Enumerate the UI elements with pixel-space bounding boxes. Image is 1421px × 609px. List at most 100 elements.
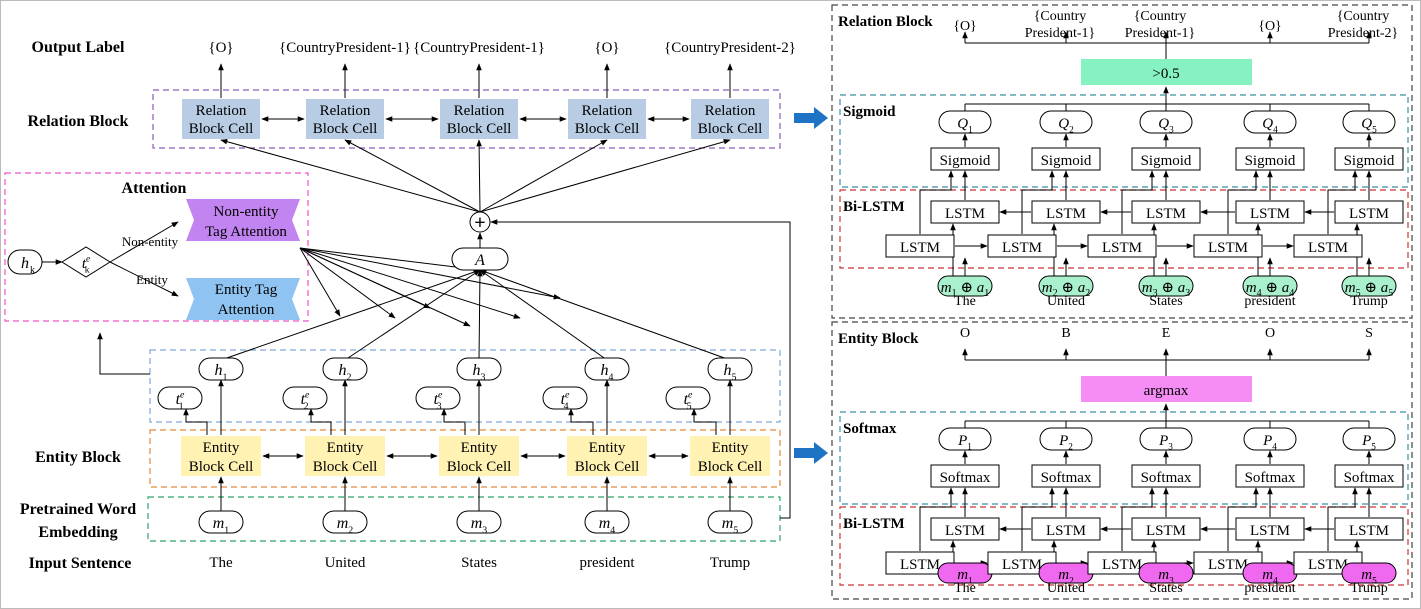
entity-block-cell bbox=[690, 436, 770, 476]
entity-tag-output: O bbox=[960, 326, 970, 341]
right_top-activation-label: Sigmoid bbox=[1141, 153, 1192, 169]
right_top-score-label: Q4 bbox=[1262, 116, 1278, 136]
plus-symbol: + bbox=[474, 212, 485, 234]
symbol-letter: P bbox=[1058, 433, 1068, 449]
right_bottom-activation-region bbox=[839, 411, 1409, 505]
right_top-score-label: Q1 bbox=[957, 116, 973, 136]
entity-cell-label: Entity bbox=[327, 440, 364, 456]
relation-block-cell bbox=[182, 99, 260, 139]
symbol-subscript: 4 bbox=[564, 401, 569, 412]
relation-output-label: President-1} bbox=[1025, 26, 1096, 41]
lstm-label: LSTM bbox=[1308, 240, 1348, 256]
symbol-subscript: 4 bbox=[1257, 288, 1262, 299]
lstm-label: LSTM bbox=[1146, 206, 1186, 222]
lstm-skip-arrow bbox=[1021, 487, 1055, 551]
symbol-letter: t bbox=[301, 391, 306, 408]
lstm-label: LSTM bbox=[1208, 240, 1248, 256]
symbol-subscript: 1 bbox=[967, 443, 972, 453]
entity-cell-label: Entity bbox=[203, 440, 240, 456]
symbol-letter: h bbox=[339, 362, 347, 379]
entity-block-cell bbox=[567, 436, 647, 476]
lstm-skip-arrow bbox=[919, 170, 954, 234]
right_top-activation-label: Sigmoid bbox=[1344, 153, 1395, 169]
right_top-input-node bbox=[1038, 275, 1094, 297]
symbol-letter: P bbox=[957, 433, 967, 449]
right_bottom-input-word: United bbox=[1047, 581, 1085, 596]
right_top-activation-box bbox=[1235, 147, 1305, 171]
lstm-skip-arrow bbox=[1227, 170, 1259, 234]
concat-input-label: m3 ⊕ a3 bbox=[1142, 280, 1190, 299]
symbol-letter: h bbox=[601, 362, 609, 379]
lstm-label: LSTM bbox=[1349, 523, 1389, 539]
lstm-label: LSTM bbox=[1102, 240, 1142, 256]
word-embedding-node bbox=[322, 510, 368, 534]
symbol-letter: m bbox=[599, 515, 611, 532]
tag-decision-diamond bbox=[61, 246, 111, 278]
symbol-superscript: e bbox=[438, 389, 443, 400]
symbol-subscript: 3 bbox=[482, 525, 487, 536]
entity-cell-label: Entity bbox=[461, 440, 498, 456]
hk-label: h bbox=[21, 255, 29, 272]
hidden-state-label: h1 bbox=[215, 362, 228, 383]
attention-fan-arrow bbox=[299, 247, 521, 319]
right_top-activation-box bbox=[1334, 147, 1404, 171]
entity-cell-label: Block Cell bbox=[447, 459, 512, 475]
word-embedding-node bbox=[584, 510, 630, 534]
input-word: United bbox=[325, 555, 366, 571]
non-entity-tag-label: Non-entity bbox=[214, 204, 279, 220]
right_bottom-score-node bbox=[1243, 427, 1297, 451]
lstm-forward-cell bbox=[885, 234, 955, 258]
right_top-input-word: States bbox=[1149, 294, 1182, 309]
right_bottom-activation-label: Softmax bbox=[1041, 470, 1092, 486]
relation-cell-label: Relation bbox=[705, 103, 756, 119]
symbol-letter: P bbox=[1158, 433, 1168, 449]
symbol-subscript: 4 bbox=[609, 372, 614, 383]
relation-cell-label: Block Cell bbox=[313, 121, 378, 137]
right_top-score-label: Q2 bbox=[1058, 116, 1074, 136]
lstm-skip-arrow bbox=[1021, 170, 1055, 234]
relation-block-cell bbox=[691, 99, 769, 139]
lstm-backward-cell bbox=[1031, 200, 1101, 224]
entity-input-label: m4 bbox=[1262, 567, 1278, 587]
lstm-forward-cell bbox=[987, 234, 1057, 258]
entity-tag-label: Entity Tag bbox=[215, 282, 278, 298]
entity-to-t-arrow bbox=[308, 408, 332, 435]
symbol-letter: t bbox=[684, 391, 689, 408]
symbol-subscript: 5 bbox=[1372, 126, 1377, 136]
relation-block-cell bbox=[568, 99, 646, 139]
right_bottom-input-node bbox=[1341, 562, 1397, 584]
row-label-entity-block: Entity Block bbox=[35, 449, 121, 466]
entity-block-cell bbox=[181, 436, 261, 476]
relation-block-cell bbox=[306, 99, 384, 139]
symbol-subscript: 1 bbox=[952, 288, 957, 299]
right_bottom-score-node bbox=[1139, 427, 1193, 451]
lstm-label: LSTM bbox=[1349, 206, 1389, 222]
hidden-state-label: h3 bbox=[473, 362, 486, 383]
entity-cell-label: Block Cell bbox=[698, 459, 763, 475]
right_bottom-score-label: P4 bbox=[1262, 433, 1277, 453]
attention-letter: a bbox=[977, 280, 985, 296]
lstm-backward-cell bbox=[1131, 200, 1201, 224]
entity-input-label: m5 bbox=[1361, 567, 1377, 587]
lstm-backward-cell bbox=[1031, 517, 1101, 541]
right_top-input-word: president bbox=[1244, 294, 1295, 309]
symbol-letter: h bbox=[215, 362, 223, 379]
lstm-skip-arrow bbox=[1227, 487, 1259, 551]
symbol-subscript: 5 bbox=[1388, 288, 1393, 299]
lstm-skip-arrow bbox=[1121, 487, 1155, 551]
symbol-letter: Q bbox=[1361, 116, 1372, 132]
attention-letter: a bbox=[1381, 280, 1389, 296]
relation-output-label: President-2} bbox=[1328, 26, 1399, 41]
lstm-forward-cell bbox=[1087, 234, 1157, 258]
hidden-to-attention-arrow bbox=[97, 332, 150, 375]
lstm-skip-arrow bbox=[1121, 170, 1155, 234]
symbol-letter: m bbox=[1345, 280, 1356, 296]
word-embedding-label: m5 bbox=[722, 515, 739, 536]
h-to-a-arrow bbox=[477, 269, 483, 361]
word-embedding-node bbox=[198, 510, 244, 534]
attention-a-node bbox=[451, 247, 509, 271]
right_bottom-activation-title: Softmax bbox=[843, 421, 897, 437]
